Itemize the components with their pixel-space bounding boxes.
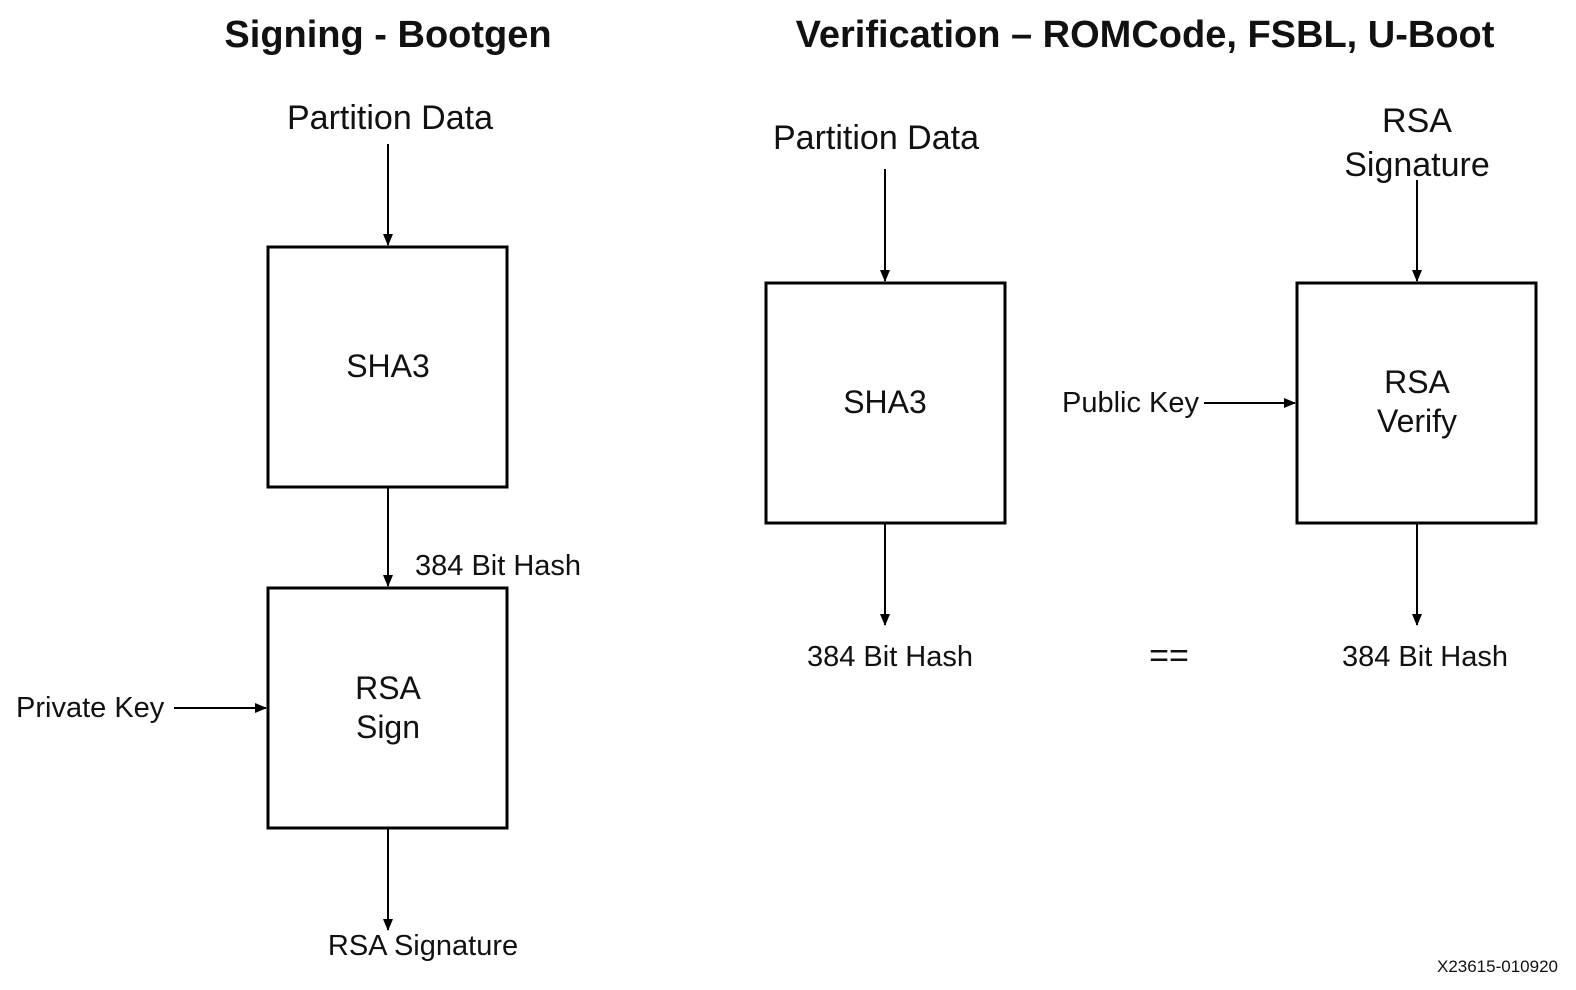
rsa-verify-hash-label: 384 Bit Hash: [1342, 641, 1508, 673]
signing-rsa-sign-line1: RSA: [355, 670, 421, 706]
verification-title: Verification – ROMCode, FSBL, U-Boot: [796, 14, 1495, 56]
rsa-verify-line2: Verify: [1377, 403, 1457, 439]
signing-partition-data-label: Partition Data: [287, 99, 493, 137]
rsa-verify-line1: RSA: [1384, 364, 1450, 400]
figure-id: X23615-010920: [1437, 957, 1558, 976]
rsa-signature-output-label: RSA Signature: [328, 930, 518, 962]
signing-title: Signing - Bootgen: [224, 14, 551, 56]
verification-hash-label: 384 Bit Hash: [807, 641, 973, 673]
private-key-label: Private Key: [16, 692, 165, 724]
compare-operator: ==: [1149, 637, 1189, 675]
signing-hash-label: 384 Bit Hash: [415, 550, 581, 582]
signing-rsa-sign-line2: Sign: [356, 709, 420, 745]
signing-sha3-label: SHA3: [346, 348, 430, 384]
verification-sha3-label: SHA3: [843, 384, 927, 420]
rsa-signature-input-line2: Signature: [1344, 146, 1490, 184]
public-key-label: Public Key: [1062, 387, 1200, 419]
signing-rsa-sign-box: [266, 586, 509, 830]
verification-partition-data-label: Partition Data: [773, 119, 979, 157]
rsa-verify-box: [1295, 281, 1538, 525]
rsa-signature-input-line1: RSA: [1382, 102, 1452, 140]
